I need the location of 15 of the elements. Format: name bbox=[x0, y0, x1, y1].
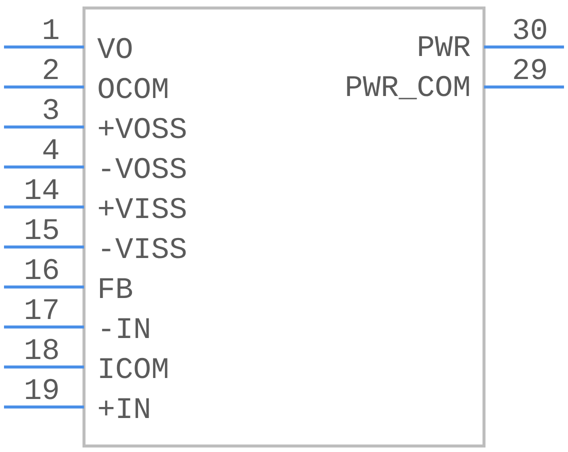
pin-name: PWR_COM bbox=[347, 76, 469, 100]
pin-name: OCOM bbox=[98, 78, 168, 98]
pin-name: -VISS bbox=[102, 238, 186, 258]
pin-name: -IN bbox=[102, 318, 149, 338]
pin-name: ICOM bbox=[100, 358, 168, 378]
pin-name: -VOSS bbox=[102, 158, 186, 178]
pin-name: VO bbox=[97, 38, 132, 58]
ic-body bbox=[82, 6, 486, 448]
pin-name: FB bbox=[100, 278, 132, 298]
pin-number: 29 bbox=[514, 58, 546, 80]
pin-name: PWR bbox=[419, 36, 470, 56]
pin-name: +IN bbox=[98, 398, 149, 418]
pin-name: +VOSS bbox=[98, 118, 186, 138]
pin-name: +VISS bbox=[98, 198, 186, 218]
pin-number: 30 bbox=[514, 18, 546, 40]
